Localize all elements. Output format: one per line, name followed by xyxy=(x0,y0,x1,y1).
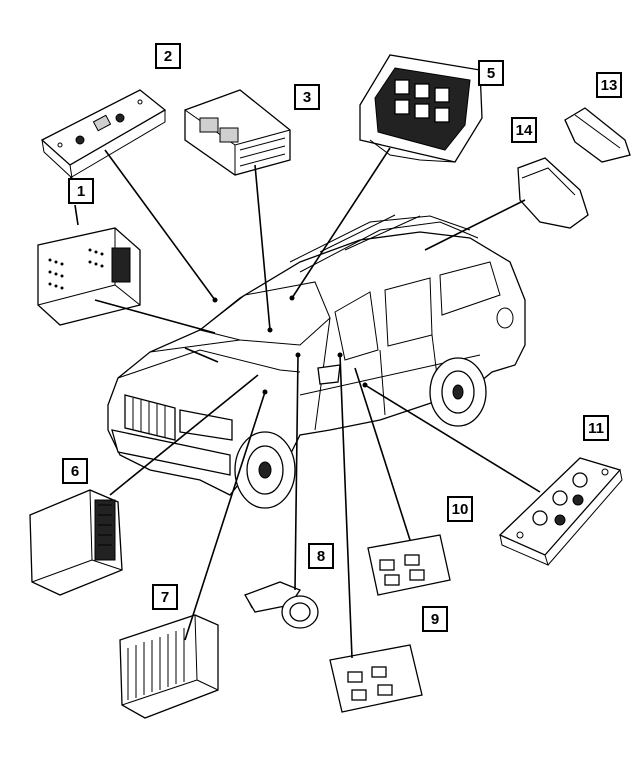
callout-7: 7 xyxy=(152,584,178,610)
part-10-module xyxy=(367,534,451,596)
part-1-module xyxy=(37,227,141,326)
callout-14: 14 xyxy=(511,117,537,143)
vehicle xyxy=(107,214,526,509)
callout-2: 2 xyxy=(155,43,181,69)
callout-3: 3 xyxy=(294,84,320,110)
part-5-cluster xyxy=(359,54,483,163)
part-6-module xyxy=(29,489,123,596)
part-9-module xyxy=(329,644,423,713)
callout-10: 10 xyxy=(447,496,473,522)
leader-dots xyxy=(212,295,368,395)
part-2-module xyxy=(40,89,167,180)
callout-1: 1 xyxy=(68,178,94,204)
part-7-module xyxy=(119,614,219,719)
callout-11: 11 xyxy=(583,415,609,441)
part-3-module xyxy=(184,89,291,176)
part-13-lamp xyxy=(564,107,631,163)
part-8-sensor xyxy=(244,581,319,629)
part-11-panel xyxy=(498,457,623,566)
part-14-cover xyxy=(517,157,589,229)
callout-5: 5 xyxy=(478,60,504,86)
callout-13: 13 xyxy=(596,72,622,98)
leader-lines xyxy=(74,147,541,659)
callout-6: 6 xyxy=(62,458,88,484)
callout-9: 9 xyxy=(422,606,448,632)
callout-8: 8 xyxy=(308,543,334,569)
